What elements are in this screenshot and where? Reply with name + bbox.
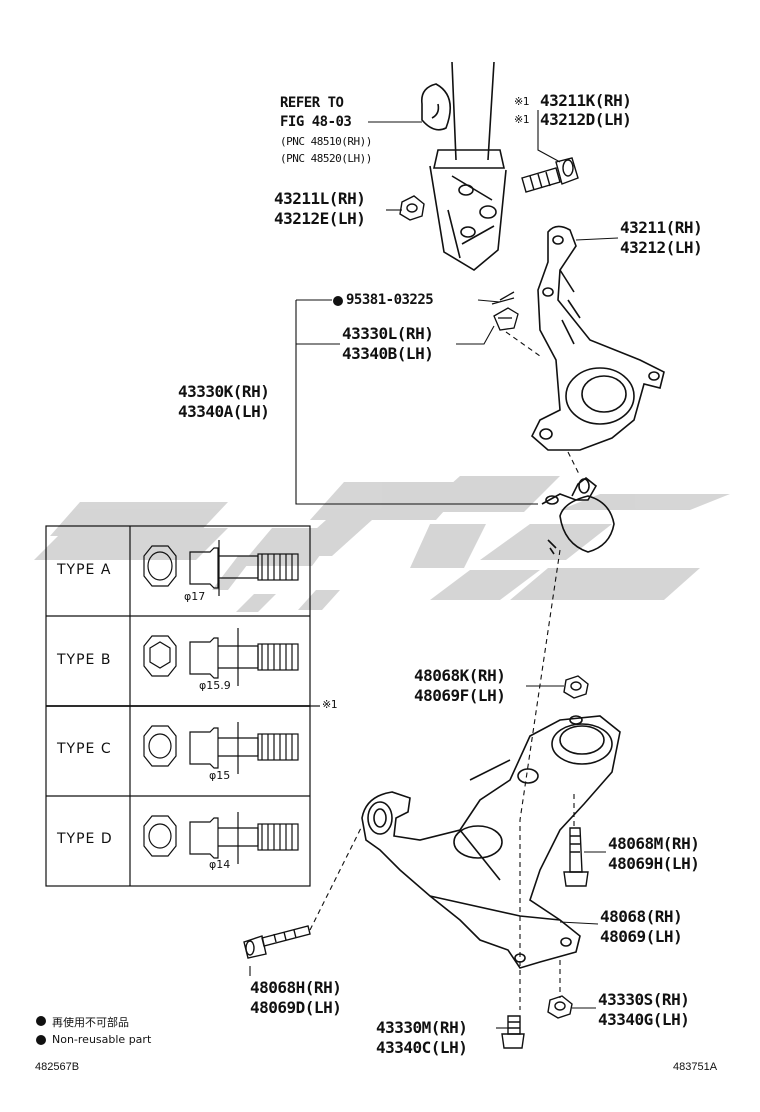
type-b-diameter: φ15.9 [199,679,231,692]
part-48068-label: 48068(RH) [600,907,683,926]
ball-joint [541,476,615,555]
part-48069h-label: 48069H(LH) [608,854,700,873]
lower-control-arm [361,715,621,969]
type-c-label: TYPE C [57,741,112,757]
part-43211k-mark: ※1 [514,95,529,108]
part-48068m-label: 48068M(RH) [608,834,700,853]
cotter-pin-and-nut [491,291,519,331]
type-b-label: TYPE B [57,652,112,668]
watermark-logo [34,476,730,612]
legend-bullet-en [36,1035,46,1045]
type-a-label: TYPE A [57,562,112,578]
part-48069f-label: 48069F(LH) [414,686,506,705]
part-43212e-label: 43212E(LH) [274,209,366,228]
vertical-bolt [563,827,589,887]
type-c-diameter: φ15 [209,769,231,782]
part-43212d-label: 43212D(LH) [540,110,632,129]
part-43212-label: 43212(LH) [620,238,703,257]
part-48069d-label: 48069D(LH) [250,998,342,1017]
top-bolt [521,157,579,193]
type-table [45,525,320,887]
part-48069-label: 48069(LH) [600,927,683,946]
type-d-hub-bolt [143,812,299,864]
part-43330m-label: 43330M(RH) [376,1018,468,1037]
type-a-diameter: φ17 [184,590,206,603]
part-43340a-label: 43340A(LH) [178,402,270,421]
part-43330k-label: 43330K(RH) [178,382,270,401]
type-b-hub-bolt [143,628,299,686]
part-43211l-label: 43211L(RH) [274,189,366,208]
part-43211k-label: 43211K(RH) [540,91,632,110]
strut-assembly [420,61,507,271]
part-43212d-mark: ※1 [514,113,529,126]
legend-bullet-jp [36,1016,46,1026]
leader-lines [249,110,619,1029]
refer-line1: REFER TO [280,95,344,111]
part-43330s-label: 43330S(RH) [598,990,690,1009]
assembly-dash-lines [309,331,581,1010]
lower-nut [563,675,589,699]
part-43340g-label: 43340G(LH) [598,1010,690,1029]
part-43330l-label: 43330L(RH) [342,324,434,343]
type-d-label: TYPE D [57,831,113,847]
bottom-right-nut [547,995,573,1019]
bottom-bolt [501,1015,525,1049]
figure-code-left: 482567B [35,1061,80,1073]
type-d-diameter: φ14 [209,858,231,871]
refer-line4: (PNC 48520(LH)) [280,152,372,165]
part-48068h-label: 48068H(RH) [250,978,342,997]
legend-non-reusable-jp: 再使用不可部品 [52,1016,129,1029]
part-43211-label: 43211(RH) [620,218,703,237]
non-reusable-bullet [333,296,343,306]
part-95381-label: 95381-03225 [346,292,434,308]
part-43340c-label: 43340C(LH) [376,1038,468,1057]
steering-knuckle [531,225,665,451]
type-a-hub-bolt [143,540,299,596]
table-mark: ※1 [322,698,337,711]
part-48068k-label: 48068K(RH) [414,666,506,685]
refer-line2: FIG 48-03 [280,114,352,130]
refer-line3: (PNC 48510(RH)) [280,135,372,148]
figure-code-right: 483751A [673,1061,718,1073]
legend-non-reusable-en: Non-reusable part [52,1033,152,1046]
horizontal-bolt [243,925,311,959]
type-c-hub-bolt [143,722,299,774]
part-43340b-label: 43340B(LH) [342,344,434,363]
upper-nut [399,195,425,221]
